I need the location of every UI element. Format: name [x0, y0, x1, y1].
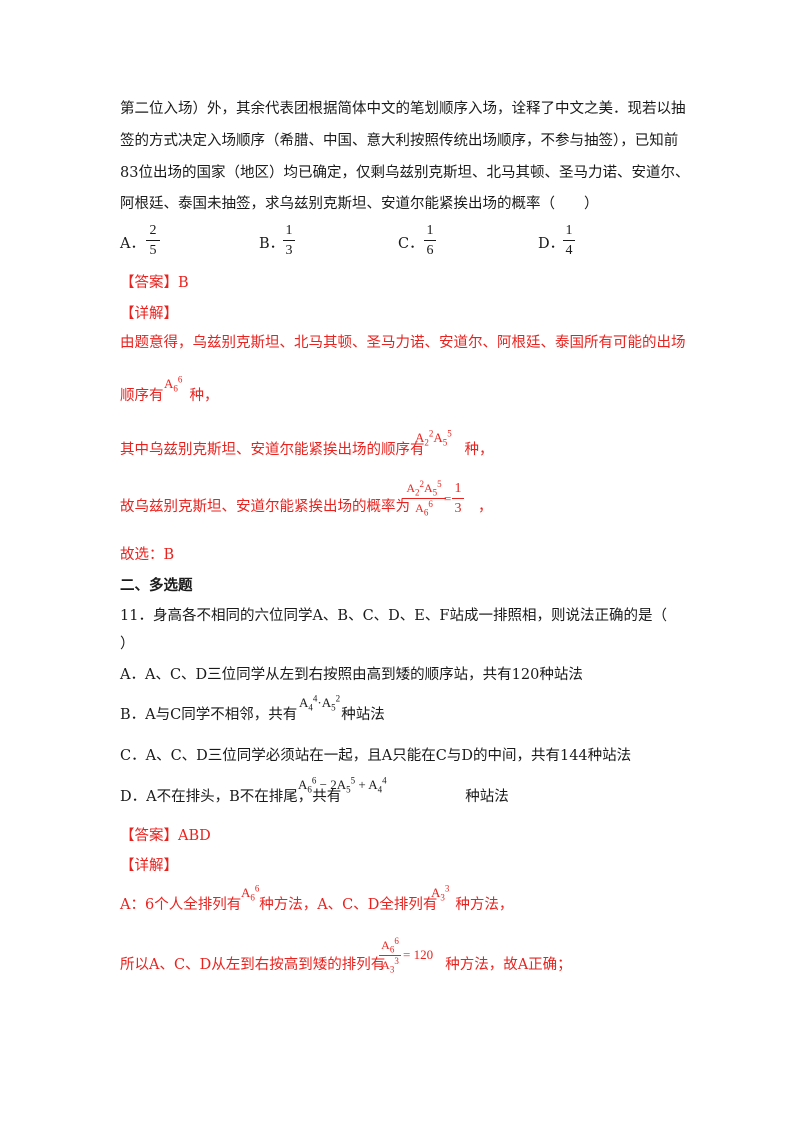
- q11-solution-line-1: A：6个人全排列有种方法，A、C、D全排列有种方法，: [120, 897, 514, 913]
- q11-stem-close: ）: [120, 636, 135, 652]
- permutation-a4-4-a5-2: A44·A52: [299, 693, 341, 713]
- q10-solution-line-3: 其中乌兹别克斯坦、安道尔能紧挨出场的顺序有种，: [120, 442, 494, 458]
- q11-stem: 11．身高各不相同的六位同学A、B、C、D、E、F站成一排照相，则说法正确的是（: [120, 608, 667, 624]
- q10-solution-line-2: 顺序有种，: [120, 388, 219, 404]
- option-label: B．: [259, 236, 285, 252]
- q10-result: 故选：B: [120, 547, 175, 563]
- q10-line-1: 第二位入场）外，其余代表团根据简体中文的笔划顺序入场，诠释了中文之美．现若以抽: [120, 101, 686, 117]
- q10-solution-line-4: 故乌兹别克斯坦、安道尔能紧挨出场的概率为，: [120, 499, 493, 515]
- q11-answer: 【答案】ABD: [120, 828, 211, 844]
- q10-line-3: 83位出场的国家（地区）均已确定，仅剩乌兹别克斯坦、北马其顿、圣马力诺、安道尔、: [120, 165, 690, 181]
- q10-line-2: 签的方式决定入场顺序（希腊、中国、意大利按照传统出场顺序，不参与抽签），已知前: [120, 133, 679, 149]
- permutation-expression: A66 − 2A55 + A44: [298, 775, 387, 795]
- q10-line-4: 阿根廷、泰国未抽签，求乌兹别克斯坦、安道尔能紧挨出场的概率（ ）: [120, 196, 599, 212]
- permutation-a3-3: A33: [431, 883, 450, 903]
- permutation-a6-6-b: A66: [241, 883, 260, 903]
- option-label: C．: [398, 236, 424, 252]
- arrangement-value: = 120: [403, 947, 434, 962]
- q10-answer: 【答案】B: [120, 275, 189, 291]
- q11-option-a: A．A、C、D三位同学从左到右按照由高到矮的顺序站，共有120种站法: [120, 667, 583, 683]
- q10-solution-line-1: 由题意得，乌兹别克斯坦、北马其顿、圣马力诺、安道尔、阿根廷、泰国所有可能的出场: [120, 335, 686, 351]
- equals-sign: =: [444, 491, 452, 506]
- q11-option-c: C．A、C、D三位同学必须站在一起，且A只能在C与D的中间，共有144种站法: [120, 748, 632, 764]
- permutation-a2-2-a5-5: A22A55: [415, 428, 452, 448]
- q10-detail-heading: 【详解】: [120, 306, 178, 322]
- section-title: 二、多选题: [120, 577, 193, 594]
- option-label: D．: [538, 236, 565, 252]
- option-label: A．: [120, 236, 145, 252]
- permutation-a6-6: A66: [164, 374, 183, 394]
- q11-detail-heading: 【详解】: [120, 858, 178, 874]
- q11-option-b: B．A与C同学不相邻，共有种站法: [120, 707, 385, 723]
- q11-solution-line-2: 所以A、C、D从左到右按高到矮的排列有种方法，故A正确；: [120, 957, 572, 973]
- q11-option-d: D．A不在排头，B不在排尾，共有种站法: [120, 789, 509, 805]
